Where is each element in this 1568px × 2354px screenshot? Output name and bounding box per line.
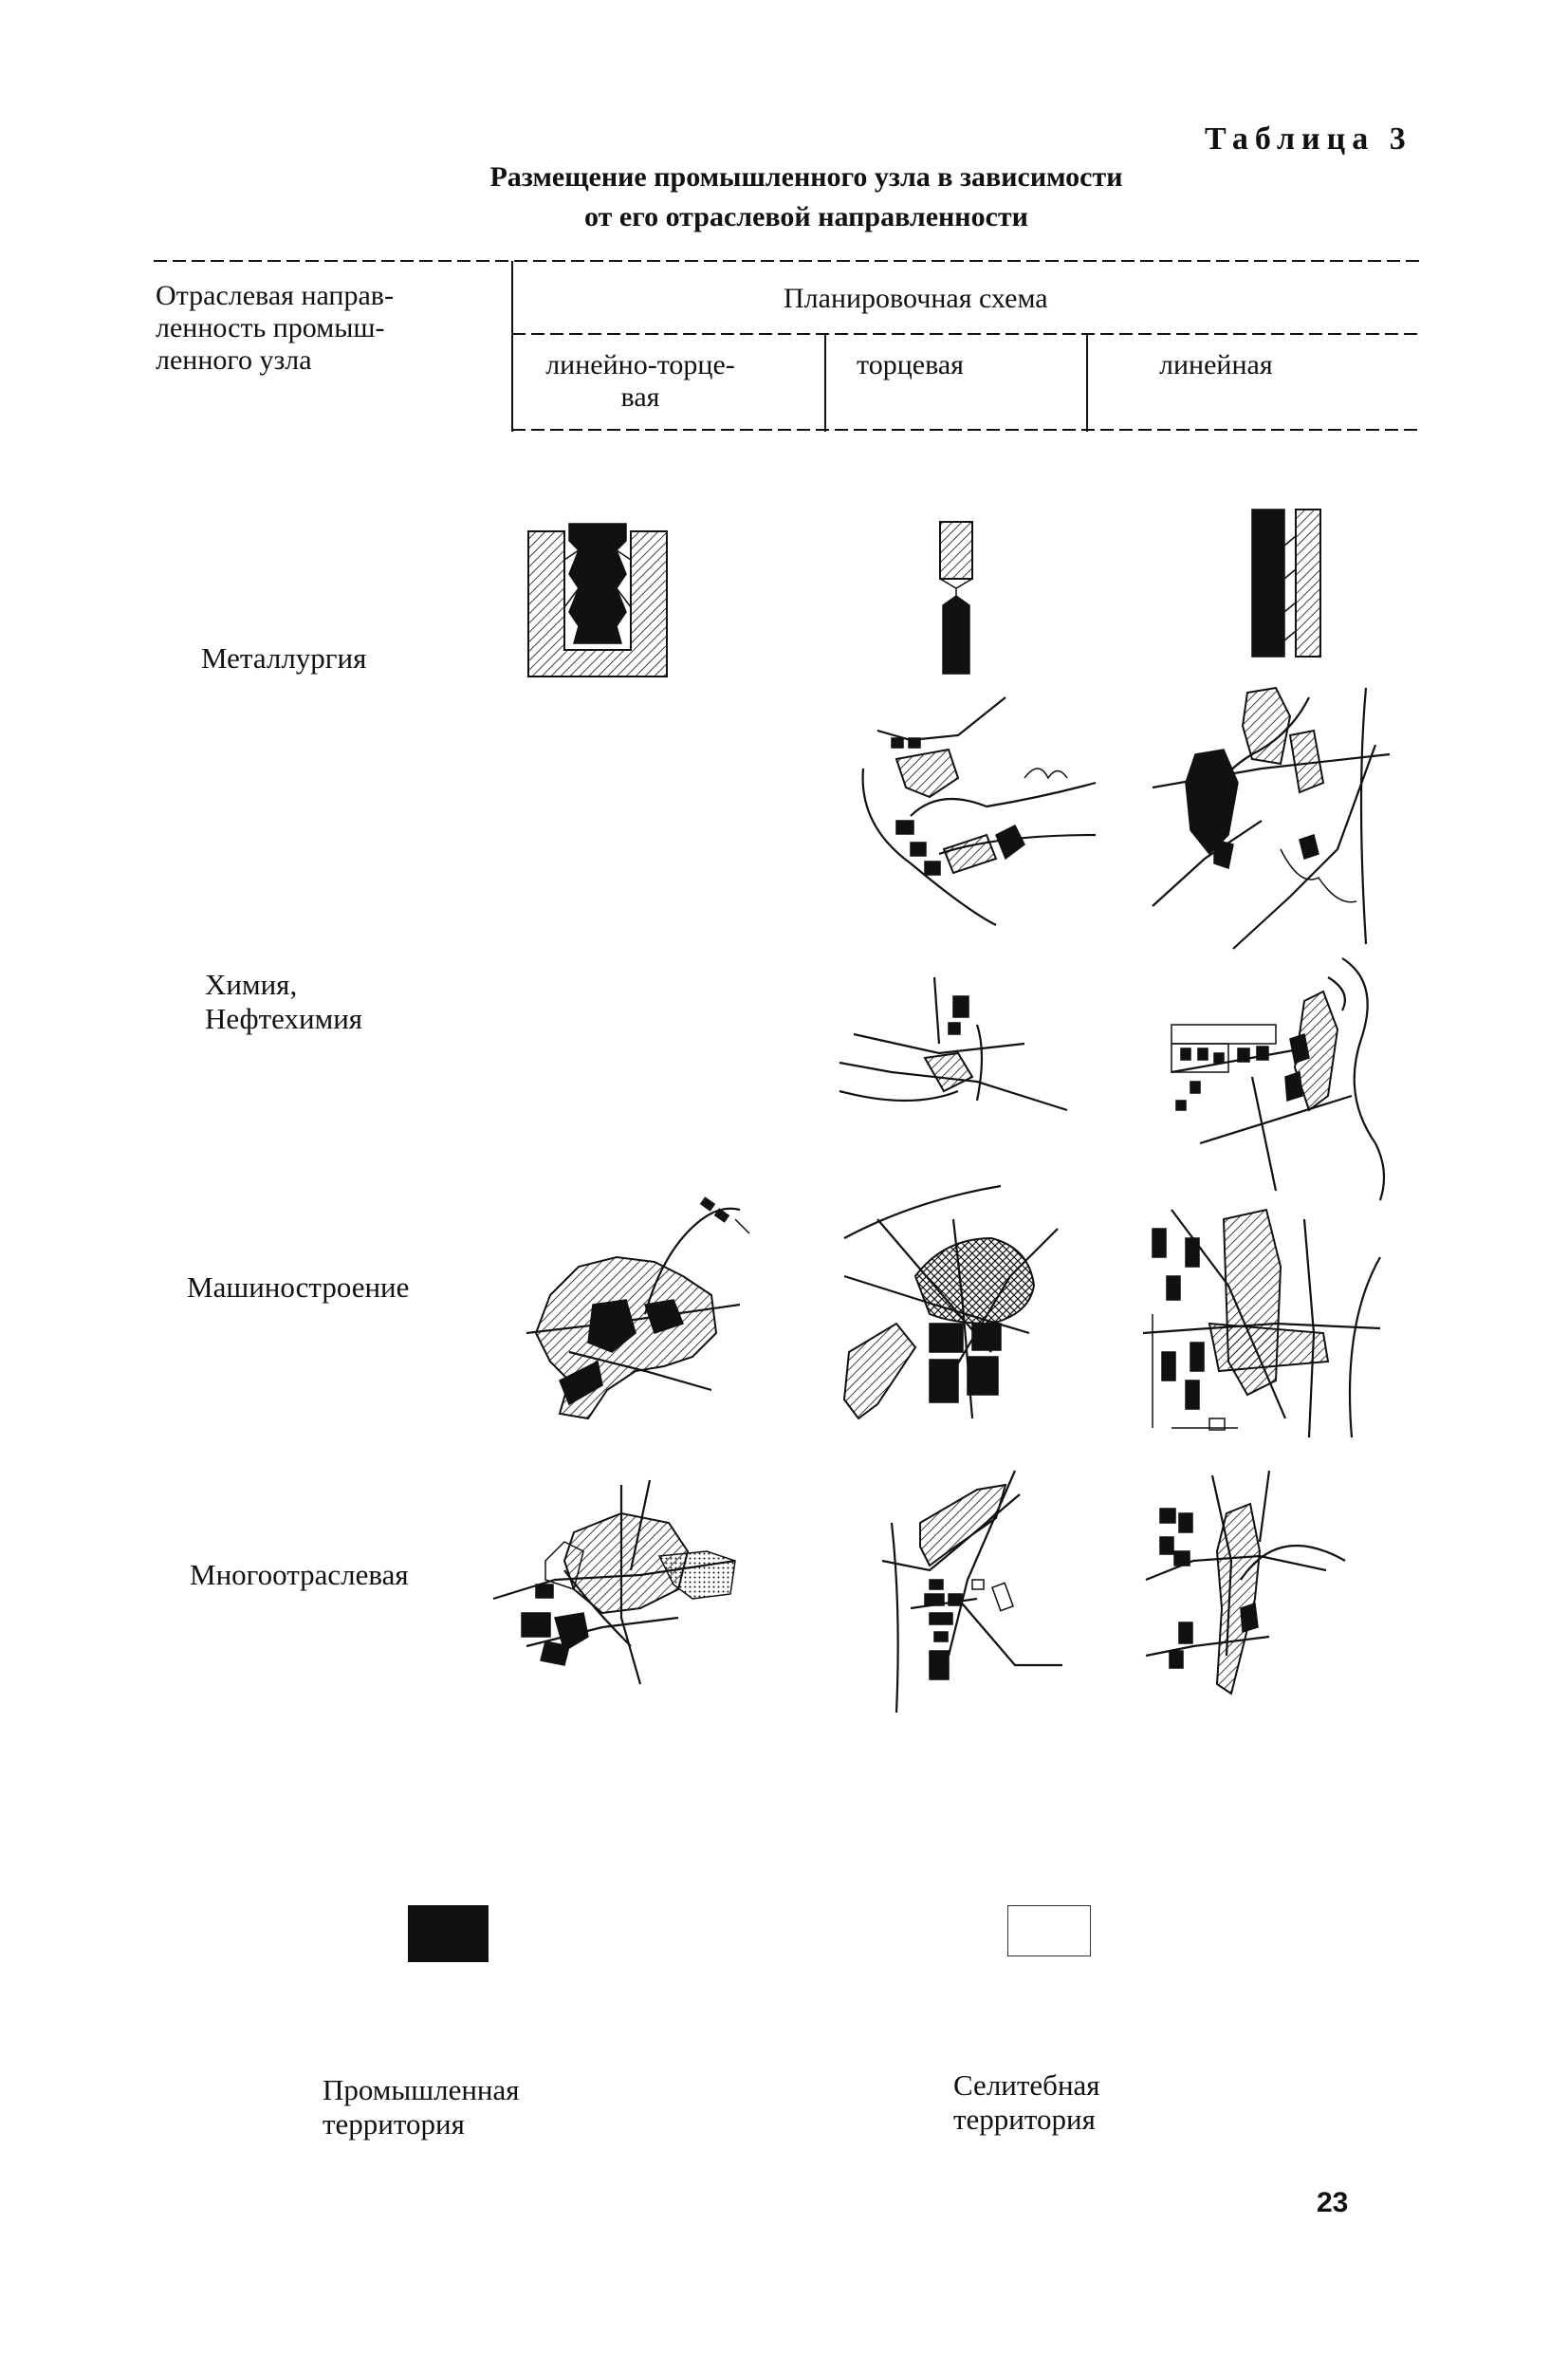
scheme-chemistry-linear-map-1	[1152, 686, 1391, 950]
scheme-metallurgy-linear	[1251, 509, 1321, 658]
scheme-metallurgy-linear-end	[527, 523, 668, 677]
header-col-linear: линейная	[1159, 349, 1273, 380]
legend-residential-label-line-2: территория	[953, 2103, 1096, 2136]
header-first-column: Отраслевая направ- ленность промыш- ленн…	[156, 280, 394, 377]
table-number: Таблица 3	[1205, 121, 1412, 157]
table-header-lines	[154, 260, 1423, 432]
header-planning-scheme: Планировочная схема	[784, 283, 1048, 314]
row-label-chemistry: Химия, Нефтехимия	[205, 968, 362, 1036]
table-title: Размещение промышленного узла в зависимо…	[332, 158, 1281, 237]
header-first-column-line-3: ленного узла	[156, 344, 312, 376]
table-title-line-1: Размещение промышленного узла в зависимо…	[489, 161, 1123, 193]
legend-residential-label-line-1: Селитебная	[953, 2068, 1100, 2102]
header-col-linear-end-line-2: вая	[620, 381, 660, 413]
scheme-machinery-end	[842, 1184, 1059, 1420]
legend-industrial-label: Промышленная территория	[323, 2073, 520, 2141]
scheme-chemistry-linear-map-2	[1171, 957, 1386, 1201]
page-number: 23	[1317, 2187, 1349, 2218]
header-col-end: торцевая	[857, 349, 964, 380]
row-label-chemistry-line-2: Нефтехимия	[205, 1002, 363, 1035]
scheme-multi-linear-end	[492, 1479, 736, 1685]
row-label-chemistry-line-1: Химия,	[205, 968, 298, 1001]
header-col-linear-end: линейно-торце- вая	[526, 349, 754, 414]
header-col-linear-end-line-1: линейно-торце-	[545, 349, 735, 380]
row-label-metallurgy: Металлургия	[201, 641, 367, 675]
scheme-metallurgy-end	[939, 521, 973, 675]
row-label-machinery: Машиностроение	[187, 1270, 410, 1304]
header-first-column-line-2: ленность промыш-	[156, 312, 385, 343]
legend-residential-label: Селитебная территория	[953, 2068, 1100, 2137]
scheme-machinery-linear	[1142, 1208, 1381, 1438]
scheme-machinery-linear-end	[526, 1196, 750, 1420]
row-label-multi: Многоотраслевая	[190, 1558, 409, 1591]
scheme-multi-linear	[1145, 1470, 1346, 1696]
header-first-column-line-1: Отраслевая направ-	[156, 280, 394, 311]
scheme-chemistry-end-map-1	[861, 696, 1097, 926]
scheme-multi-end	[881, 1470, 1062, 1714]
table-title-line-2: от его отраслевой направленности	[584, 201, 1028, 232]
legend-industrial-swatch	[408, 1905, 489, 1962]
legend-industrial-label-line-1: Промышленная	[323, 2073, 520, 2106]
legend-residential-swatch	[1007, 1905, 1091, 1956]
scheme-chemistry-end-map-2	[839, 976, 1068, 1112]
legend-industrial-label-line-2: территория	[323, 2107, 465, 2141]
